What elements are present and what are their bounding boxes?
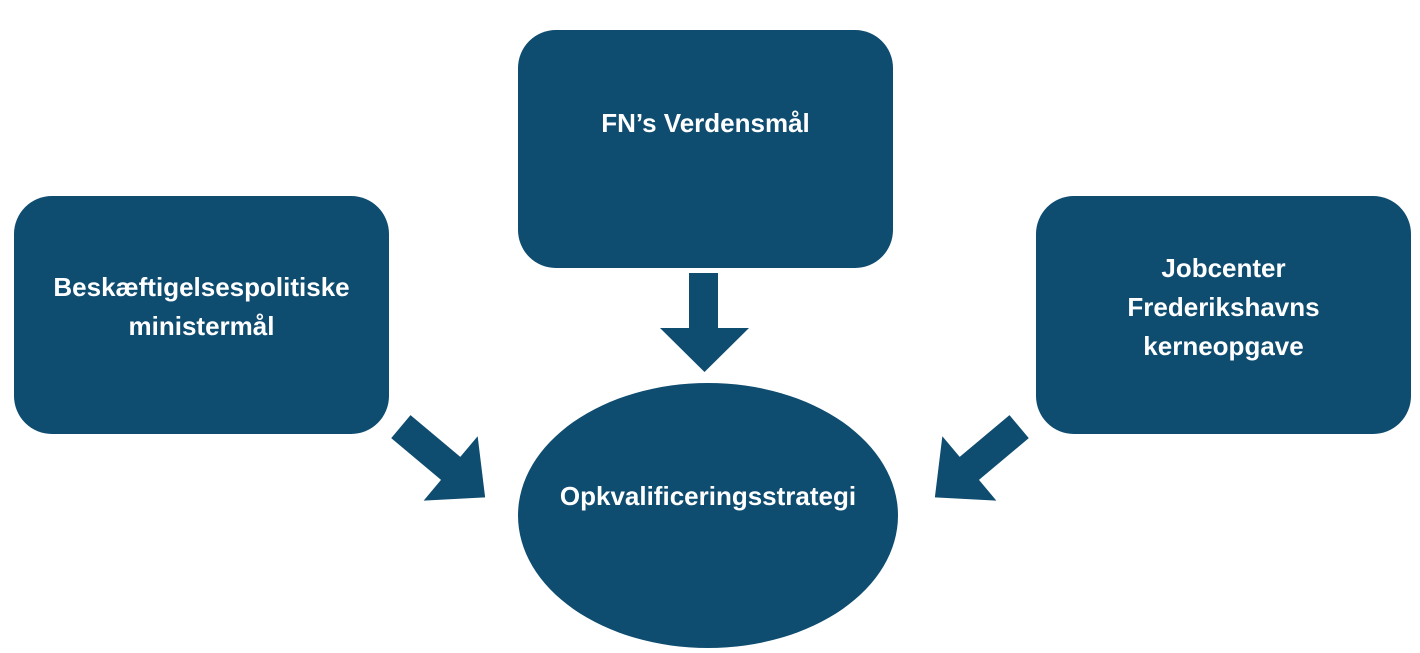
node-fn-verdensmaal: FN’s Verdensmål [518, 30, 893, 268]
node-jobcenter-frederikshavns-kerneopgave-label: Jobcenter Frederikshavns kerneopgave [1127, 252, 1320, 361]
node-jobcenter-frederikshavns-kerneopgave: Jobcenter Frederikshavns kerneopgave [1036, 196, 1411, 434]
arrow-down-right-icon [391, 415, 486, 501]
node-fn-verdensmaal-label: FN’s Verdensmål [601, 107, 810, 138]
arrow-down-icon [660, 273, 749, 372]
arrow-down-left-icon [934, 415, 1029, 501]
node-opkvalificeringsstrategi: Opkvalificeringsstrategi [518, 383, 898, 648]
node-opkvalificeringsstrategi-label: Opkvalificeringsstrategi [559, 481, 857, 511]
node-beskaeftigelsespolitiske-ministermaal-label: Beskæftigelsespolitiske ministermål [53, 272, 350, 341]
node-beskaeftigelsespolitiske-ministermaal: Beskæftigelsespolitiske ministermål [14, 196, 389, 434]
